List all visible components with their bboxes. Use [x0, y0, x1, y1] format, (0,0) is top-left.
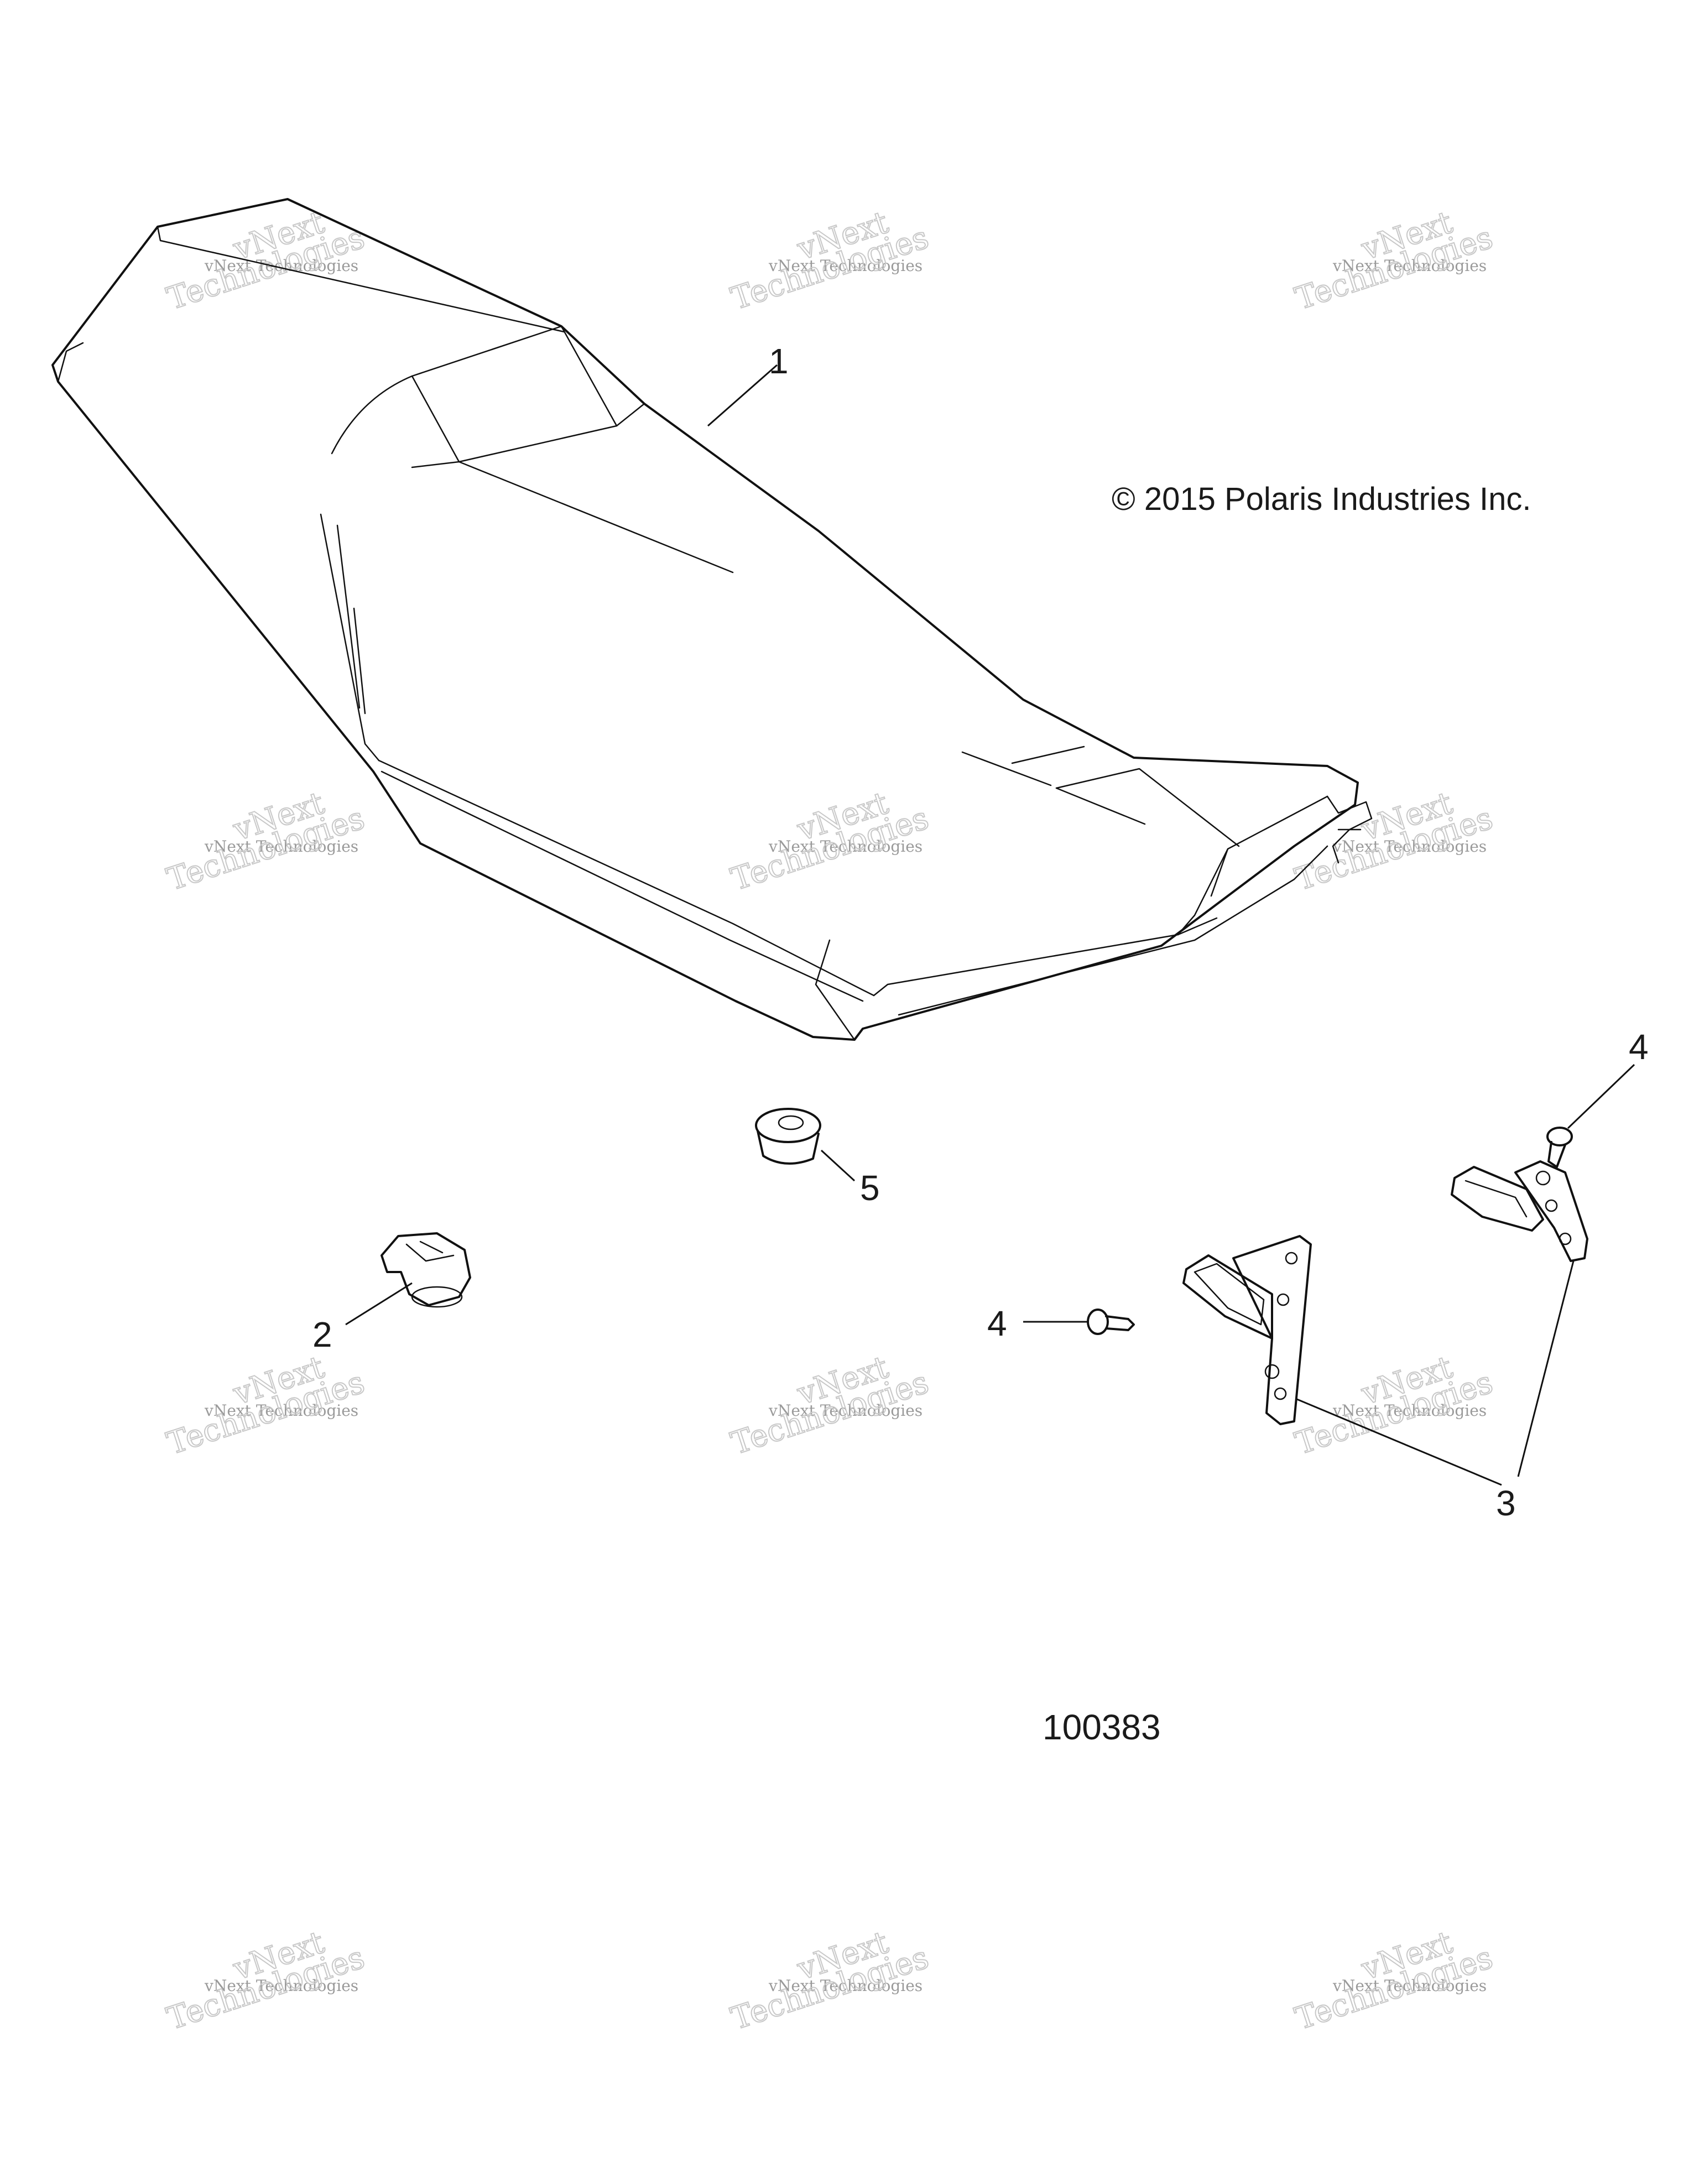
svg-text:vNext Technologies: vNext Technologies [768, 837, 923, 856]
callout-bumper: 5 [860, 1168, 880, 1208]
seat-leader-line [707, 364, 778, 427]
watermark: vNext vNext Technologies Technologies [162, 1348, 369, 1462]
callout-seat: 1 [769, 341, 789, 381]
bracket-leader-lines [1296, 1260, 1575, 1486]
watermark: vNext vNext Technologies Technologies [162, 1924, 369, 2037]
svg-text:vNext Technologies: vNext Technologies [768, 257, 923, 275]
watermark: vNext vNext Technologies Technologies [726, 1924, 934, 2037]
watermark: vNext vNext Technologies Technologies [1290, 1348, 1498, 1462]
fastener-left-drawing [1023, 1309, 1135, 1335]
callout-fastener-left: 4 [987, 1304, 1007, 1343]
fastener-right-drawing [1546, 1064, 1635, 1168]
watermark: vNext vNext Technologies Technologies [1290, 1924, 1498, 2037]
watermark: vNext vNext Technologies Technologies [726, 204, 934, 317]
latch-leader-line [345, 1282, 413, 1326]
svg-text:vNext Technologies: vNext Technologies [204, 837, 358, 856]
watermark: vNext vNext Technologies Technologies [726, 1348, 934, 1462]
bracket-left-drawing [1182, 1235, 1312, 1425]
svg-text:vNext Technologies: vNext Technologies [204, 1401, 358, 1420]
bumper-leader-line [820, 1149, 856, 1182]
callout-fastener-right: 4 [1629, 1027, 1649, 1067]
svg-text:vNext Technologies: vNext Technologies [768, 1977, 923, 1995]
latch-drawing [345, 1232, 471, 1326]
svg-text:vNext Technologies: vNext Technologies [1332, 1977, 1487, 1995]
svg-text:vNext Technologies: vNext Technologies [1332, 257, 1487, 275]
watermark: vNext vNext Technologies Technologies [726, 784, 934, 898]
bumper-drawing [755, 1108, 856, 1182]
bracket-right-drawing [1451, 1160, 1588, 1262]
svg-text:vNext Technologies: vNext Technologies [768, 1401, 923, 1420]
copyright-notice: © 2015 Polaris Industries Inc. [1112, 481, 1531, 517]
figure-number: 100383 [1043, 1707, 1161, 1747]
svg-text:vNext Technologies: vNext Technologies [204, 257, 358, 275]
svg-text:vNext Technologies: vNext Technologies [1332, 1401, 1487, 1420]
watermark: vNext vNext Technologies Technologies [162, 784, 369, 898]
watermark: vNext vNext Technologies Technologies [1290, 784, 1498, 898]
watermarks: vNext vNext Technologies Technologies vN… [162, 204, 1498, 2037]
callout-latch: 2 [312, 1315, 332, 1354]
svg-text:vNext Technologies: vNext Technologies [1332, 837, 1487, 856]
callout-bracket: 3 [1496, 1483, 1516, 1523]
svg-text:vNext Technologies: vNext Technologies [204, 1977, 358, 1995]
seat-drawing [51, 198, 1373, 1041]
watermark: vNext vNext Technologies Technologies [1290, 204, 1498, 317]
fastener-right-leader-line [1567, 1064, 1635, 1129]
